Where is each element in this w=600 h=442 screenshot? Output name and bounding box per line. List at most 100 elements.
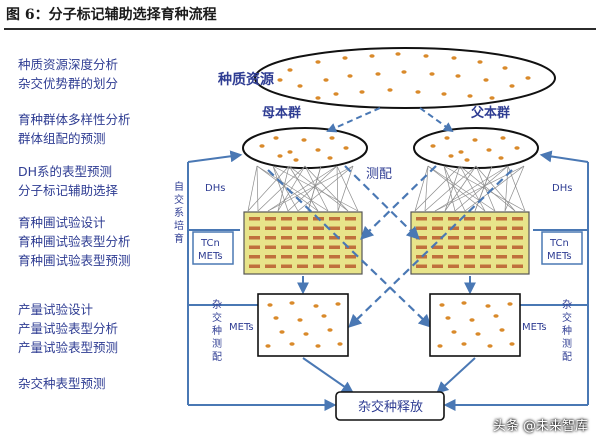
dot	[321, 314, 327, 318]
nursery-plot	[464, 217, 475, 221]
dot	[287, 150, 293, 154]
nursery-plot	[313, 245, 324, 249]
fan-line	[287, 165, 338, 212]
nursery-plot	[512, 236, 523, 240]
dot	[335, 302, 341, 306]
dot	[395, 52, 401, 56]
nursery-plot	[329, 245, 340, 249]
dot	[445, 316, 451, 320]
dot	[301, 138, 307, 142]
fan-line	[336, 165, 339, 212]
dot	[315, 96, 321, 100]
nursery-plot	[265, 217, 276, 221]
nursery-plot	[432, 217, 443, 221]
stage-line: 群体组配的预测	[18, 131, 106, 146]
dot	[507, 302, 513, 306]
dot	[297, 84, 303, 88]
nursery-plot	[329, 217, 340, 221]
nursery-plot	[480, 236, 491, 240]
nursery-plot	[297, 217, 308, 221]
dot	[451, 56, 457, 60]
dot	[485, 304, 491, 308]
male-nursery-grid	[410, 211, 530, 275]
nursery-plot	[249, 226, 260, 230]
dot	[430, 144, 436, 148]
fan-line	[427, 165, 486, 212]
dot	[315, 60, 321, 64]
title-divider	[4, 28, 596, 30]
fan-line	[443, 165, 456, 212]
nursery-plot	[265, 264, 276, 268]
dot	[469, 318, 475, 322]
nursery-plot	[480, 226, 491, 230]
dot	[273, 316, 279, 320]
dot	[498, 156, 504, 160]
nursery-plot	[432, 226, 443, 230]
dot	[525, 76, 531, 80]
fan-line	[272, 165, 289, 212]
fan-line	[414, 165, 429, 212]
dot	[387, 88, 393, 92]
dot	[333, 92, 339, 96]
dot	[509, 84, 515, 88]
nursery-plot	[329, 226, 340, 230]
stage-line: 产量试验设计	[18, 302, 94, 317]
nursery-plot	[345, 236, 356, 240]
female-pool-dots	[259, 136, 349, 162]
stage-line: 产量试验表型分析	[18, 321, 119, 336]
dot	[475, 332, 481, 336]
nursery-plot	[281, 264, 292, 268]
dot	[502, 66, 508, 70]
fan-line	[307, 165, 322, 212]
dot	[483, 78, 489, 82]
dot	[369, 54, 375, 58]
dot	[323, 78, 329, 82]
dhs-left-label: DHs	[205, 183, 225, 194]
dot	[342, 56, 348, 60]
dot	[347, 74, 353, 78]
male-yield-trial-box	[429, 293, 521, 357]
fan-line	[475, 165, 516, 212]
fan-line	[247, 165, 290, 212]
fan-line	[336, 165, 359, 212]
hybrid-release-box	[335, 391, 445, 421]
dot	[313, 304, 319, 308]
fan-line	[427, 165, 496, 212]
nursery-plot	[297, 245, 308, 249]
stage-line: 育种圃试验表型预测	[18, 253, 131, 268]
nursery-plot	[297, 255, 308, 259]
cross-arrow-male-to-female-nursery	[360, 165, 437, 240]
male-yield-dots	[437, 301, 515, 348]
test-match-label-bg	[362, 164, 402, 182]
fan-line	[454, 165, 509, 212]
stage-germplasm-analysis: 种质资源深度分析 杂交优势群的划分	[18, 55, 118, 93]
male-pool-dots	[430, 136, 520, 162]
nursery-plot	[432, 264, 443, 268]
fan-line	[304, 165, 349, 212]
nursery-plot	[249, 217, 260, 221]
dot	[467, 94, 473, 98]
dot	[327, 328, 333, 332]
female-fan-lines	[247, 165, 359, 212]
mets-label-right: METs	[547, 251, 572, 262]
male-to-release-arrow	[436, 357, 476, 394]
nursery-plot	[249, 255, 260, 259]
cross-arrow-male-to-yield	[348, 169, 513, 328]
fan-line	[507, 165, 526, 212]
nursery-plot	[480, 217, 491, 221]
fan-line	[247, 165, 258, 212]
dot	[401, 70, 407, 74]
cross-arrow-female-to-yield	[267, 169, 432, 328]
nursery-plot	[448, 217, 459, 221]
nursery-plot	[416, 264, 427, 268]
nursery-plot	[512, 245, 523, 249]
fan-line	[257, 165, 306, 212]
nursery-plot	[496, 236, 507, 240]
stage-line: DH系的表型预测	[18, 164, 113, 179]
female-yield-trial-box	[257, 293, 349, 357]
dot	[448, 154, 454, 158]
stage-yield-trial: 产量试验设计 产量试验表型分析 产量试验表型预测	[18, 300, 118, 357]
dot	[289, 342, 295, 346]
nursery-plot	[329, 264, 340, 268]
